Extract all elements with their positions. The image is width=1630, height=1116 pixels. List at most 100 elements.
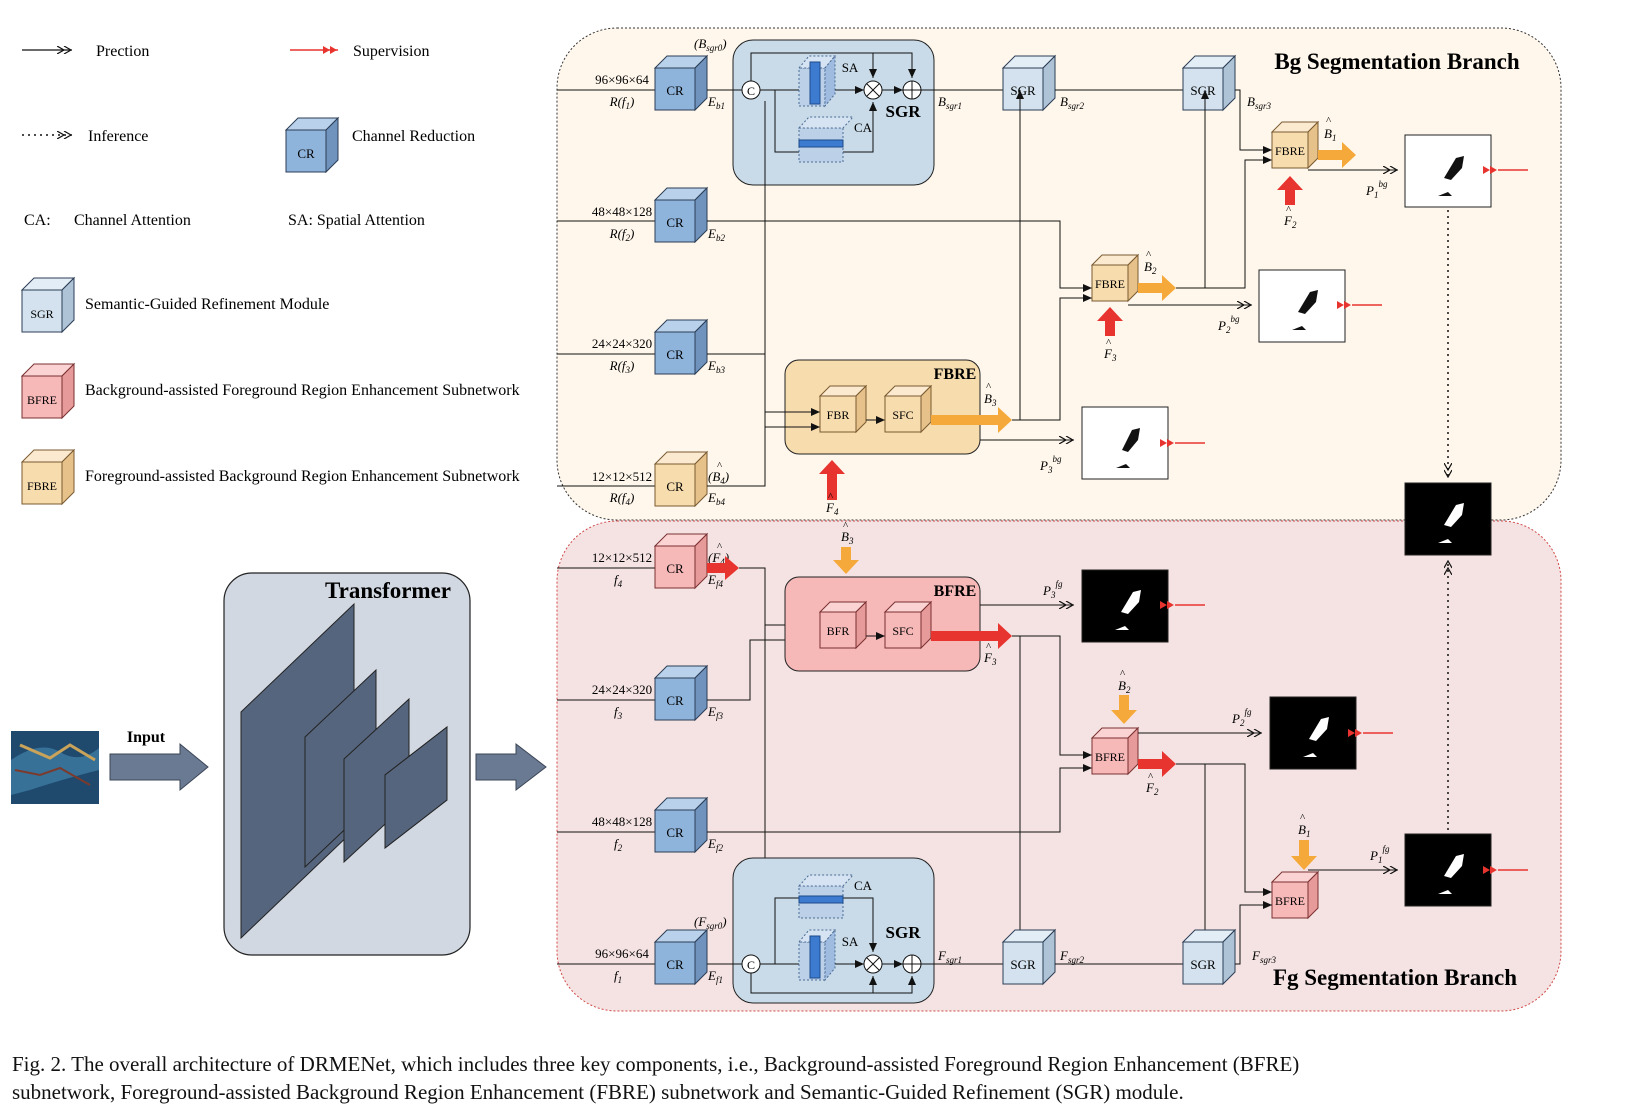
transformer-layers — [240, 602, 448, 940]
fg-f3-red-arrow — [931, 623, 1012, 649]
legend-bfre-desc: Background-assisted Foreground Region En… — [85, 382, 520, 399]
bg-b2-orange-arrow — [1138, 275, 1176, 301]
svg-text:BFR: BFR — [827, 624, 850, 638]
legend-sgr-cube: SGR — [20, 276, 76, 334]
svg-text:SGR: SGR — [1190, 83, 1216, 98]
bg-fbre-3: FBRE — [1270, 120, 1320, 170]
fg-b1-input: B1 — [1298, 822, 1310, 839]
bg-dim-3: 24×24×320 — [592, 336, 652, 351]
bg-feat-1: R(f1) — [609, 94, 635, 111]
bg-b4-hat: (B4) — [708, 469, 729, 486]
legend-cr-cube: CR — [284, 116, 340, 174]
legend-fbre-desc: Foreground-assisted Background Region En… — [85, 468, 520, 485]
legend-bfre-label: BFRE — [27, 393, 57, 407]
fg-bfr-cube: BFR — [818, 600, 868, 650]
fg-fsgr3: Fsgr3 — [1251, 948, 1276, 965]
bg-b3-hat: B3 — [984, 391, 997, 408]
fg-branch-panel — [556, 520, 1562, 1012]
fg-feat-3: f3 — [614, 704, 623, 721]
legend-sgr-label: SGR — [30, 307, 53, 321]
svg-text:SGR: SGR — [1190, 957, 1216, 972]
fg-e-1: Ef1 — [707, 968, 723, 985]
legend-cr-label: CR — [297, 146, 315, 161]
bg-f2-label: F2 — [1283, 213, 1297, 230]
fg-sgr-2: SGR — [1001, 928, 1057, 986]
svg-text:^: ^ — [843, 520, 849, 532]
bg-bsgr3: Bsgr3 — [1247, 94, 1271, 111]
fg-e-2: Ef2 — [707, 836, 723, 853]
fg-cr-1: CR — [653, 928, 709, 986]
svg-text:FBR: FBR — [827, 408, 850, 422]
bg-bsgr1: Bsgr1 — [938, 94, 962, 111]
bg-cr-1: CR — [653, 54, 709, 112]
svg-text:CA: CA — [854, 878, 873, 893]
svg-text:^: ^ — [717, 541, 723, 553]
svg-text:^: ^ — [1286, 204, 1292, 216]
svg-text:^: ^ — [1106, 337, 1112, 349]
svg-text:FBRE: FBRE — [1275, 144, 1305, 158]
svg-text:FBRE: FBRE — [1095, 277, 1125, 291]
svg-text:CR: CR — [666, 825, 684, 840]
fg-b2-input: B2 — [1118, 678, 1131, 695]
bg-sgr-module — [732, 39, 935, 186]
svg-text:^: ^ — [1146, 249, 1152, 261]
transformer-output-arrow — [475, 742, 547, 792]
fg-sfc-cube: SFC — [883, 600, 933, 650]
bg-b1-orange-arrow — [1318, 142, 1356, 168]
bg-b1-hat: B1 — [1324, 126, 1336, 143]
svg-text:SGR: SGR — [1010, 957, 1036, 972]
bg-sgr-2: SGR — [1001, 54, 1057, 112]
fg-feat-1: f1 — [614, 968, 622, 985]
bg-e-3: Eb3 — [707, 358, 725, 375]
bg-feat-3: R(f3) — [609, 358, 635, 375]
fg-f4-red-arrow — [707, 556, 739, 580]
fg-b1-orange-arrow — [1291, 840, 1317, 870]
svg-text:C: C — [747, 958, 755, 972]
bg-f3-red-arrow — [1097, 307, 1123, 336]
legend: Prection Supervision Inference CR Channe… — [20, 43, 520, 506]
legend-bfre-cube: BFRE — [20, 362, 76, 420]
fg-dim-4: 12×12×512 — [592, 550, 652, 565]
svg-text:SFC: SFC — [892, 408, 913, 422]
svg-text:CA: CA — [854, 120, 873, 135]
svg-text:CR: CR — [666, 347, 684, 362]
legend-sgr-desc: Semantic-Guided Refinement Module — [85, 296, 329, 313]
svg-text:SA: SA — [842, 60, 859, 75]
legend-prediction: Prection — [96, 43, 149, 60]
fg-b3-input: B3 — [841, 529, 854, 546]
legend-ca-desc: Channel Attention — [74, 212, 191, 229]
backbone: Input Transformer — [11, 572, 547, 956]
legend-cr-desc: Channel Reduction — [352, 128, 475, 145]
fg-b2-orange-arrow — [1111, 695, 1137, 724]
fg-dim-3: 24×24×320 — [592, 682, 652, 697]
svg-text:^: ^ — [1120, 668, 1126, 680]
fg-cr-4: CR — [653, 532, 709, 590]
bg-dim-1: 96×96×64 — [595, 72, 649, 87]
svg-text:SA: SA — [842, 934, 859, 949]
bg-branch: Bg Segmentation Branch 96×96×64 R(f1) 48… — [557, 36, 1528, 517]
svg-text:CR: CR — [666, 215, 684, 230]
fg-f2-red-arrow — [1138, 751, 1176, 777]
svg-text:SFC: SFC — [892, 624, 913, 638]
bg-e-1: Eb1 — [707, 94, 725, 111]
legend-fbre-cube: FBRE — [20, 448, 76, 506]
fg-dim-1: 96×96×64 — [595, 946, 649, 961]
input-arrow — [109, 742, 209, 792]
svg-text:CR: CR — [666, 561, 684, 576]
bg-fbre-title: FBRE — [934, 366, 977, 383]
fg-p2-label: P2fg — [1231, 707, 1252, 728]
svg-text:BFRE: BFRE — [1095, 750, 1125, 764]
fg-f3-hat: F3 — [983, 650, 997, 667]
bg-dim-2: 48×48×128 — [592, 204, 652, 219]
input-label: Input — [127, 729, 166, 746]
svg-text:^: ^ — [828, 491, 834, 503]
legend-inference: Inference — [88, 128, 148, 145]
bg-feat-4: R(f4) — [609, 490, 635, 507]
legend-supervision: Supervision — [353, 43, 429, 60]
svg-text:^: ^ — [1300, 812, 1306, 824]
fg-branch-title: Fg Segmentation Branch — [1273, 965, 1517, 990]
legend-ca-key: CA: — [24, 212, 51, 229]
fg-p1-label: P1fg — [1369, 844, 1390, 865]
fg-cr-3: CR — [653, 664, 709, 722]
bg-e-2: Eb2 — [707, 226, 725, 243]
